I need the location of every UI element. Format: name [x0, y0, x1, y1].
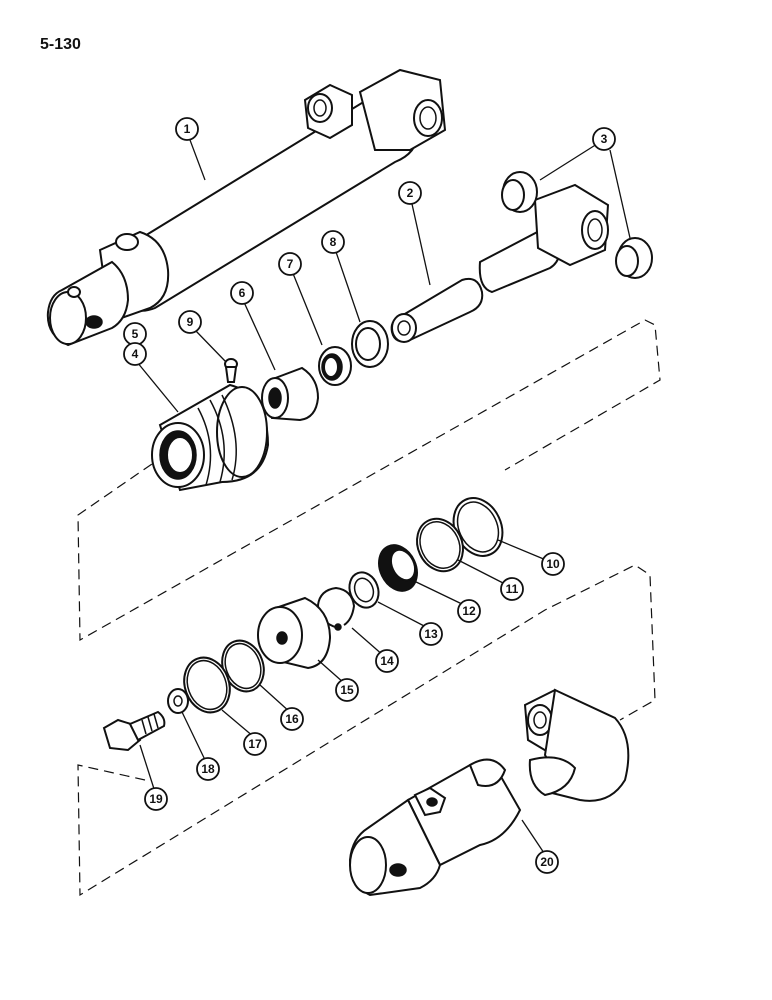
part-bolt — [102, 710, 166, 752]
callout-16: 16 — [285, 712, 299, 726]
part-rod-clevis — [348, 688, 630, 897]
callout-leaders — [136, 139, 631, 857]
callout-5: 5 — [132, 327, 139, 341]
part-o-ring-11 — [416, 517, 464, 573]
callout-labels: 1 2 3 4 5 6 7 8 9 10 11 12 13 14 15 16 1… — [132, 122, 608, 869]
callout-8: 8 — [330, 235, 337, 249]
page-number: 5-130 — [40, 36, 81, 53]
part-piston-seal — [378, 544, 418, 592]
part-piston-rod — [390, 183, 610, 343]
callout-10: 10 — [546, 557, 560, 571]
part-sleeve-bushing — [261, 366, 320, 422]
part-piston — [257, 596, 332, 670]
part-cylinder-barrel — [46, 68, 447, 347]
callout-2: 2 — [407, 186, 414, 200]
callout-13: 13 — [424, 627, 438, 641]
part-backup-ring-10 — [452, 497, 504, 557]
callout-4: 4 — [132, 347, 139, 361]
callout-11: 11 — [506, 582, 519, 596]
callout-circles — [123, 117, 616, 874]
callout-19: 19 — [149, 792, 163, 806]
callout-14: 14 — [380, 654, 394, 668]
part-ring-13 — [348, 571, 380, 609]
assembly-guide-lines — [77, 319, 661, 897]
callout-7: 7 — [287, 257, 294, 271]
callout-18: 18 — [201, 762, 215, 776]
callout-20: 20 — [540, 855, 554, 869]
part-ring-7 — [318, 346, 352, 386]
callout-9: 9 — [187, 315, 194, 329]
part-wiper-seal — [351, 320, 389, 368]
callout-17: 17 — [248, 737, 262, 751]
callout-1: 1 — [184, 122, 191, 136]
part-gland — [151, 383, 270, 492]
callout-3: 3 — [601, 132, 608, 146]
part-bushings — [501, 171, 653, 279]
callout-6: 6 — [239, 286, 246, 300]
callout-12: 12 — [462, 604, 476, 618]
part-washer — [167, 688, 189, 714]
part-screw — [224, 358, 238, 383]
callout-15: 15 — [340, 683, 354, 697]
